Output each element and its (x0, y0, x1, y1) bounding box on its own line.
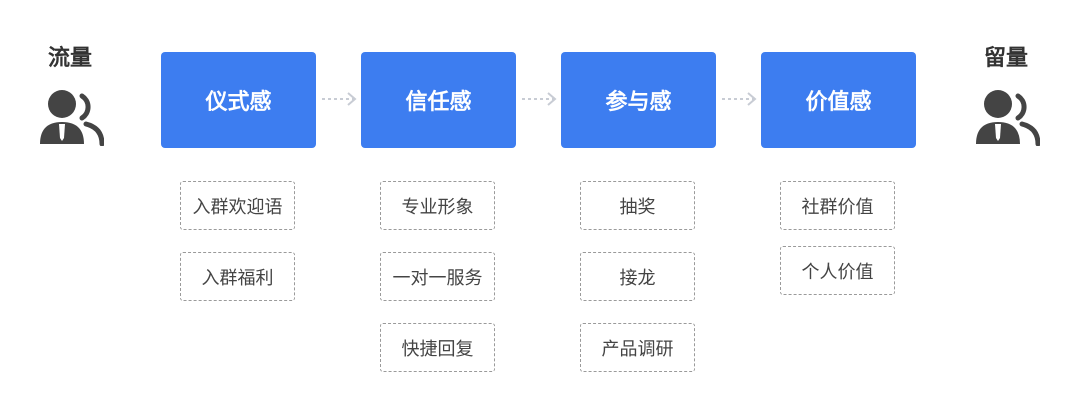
user-group-icon (974, 86, 1041, 147)
list-item: 一对一服务 (380, 252, 495, 301)
list-item: 快捷回复 (380, 323, 495, 372)
stage-participation: 参与感 (561, 52, 716, 148)
list-item: 接龙 (580, 252, 695, 301)
stage-ritual: 仪式感 (161, 52, 316, 148)
list-item: 个人价值 (780, 246, 895, 295)
dashed-arrow-icon (722, 92, 757, 106)
right-label: 留量 (983, 46, 1028, 71)
left-label: 流量 (47, 46, 92, 71)
list-item: 产品调研 (580, 323, 695, 372)
dashed-arrow-icon (322, 92, 357, 106)
list-item: 社群价值 (780, 181, 895, 230)
stage-value: 价值感 (761, 52, 916, 148)
user-group-icon (38, 86, 105, 147)
list-item: 抽奖 (580, 181, 695, 230)
list-item: 专业形象 (380, 181, 495, 230)
list-item: 入群福利 (180, 252, 295, 301)
stage-trust: 信任感 (361, 52, 516, 148)
dashed-arrow-icon (522, 92, 557, 106)
list-item: 入群欢迎语 (180, 181, 295, 230)
